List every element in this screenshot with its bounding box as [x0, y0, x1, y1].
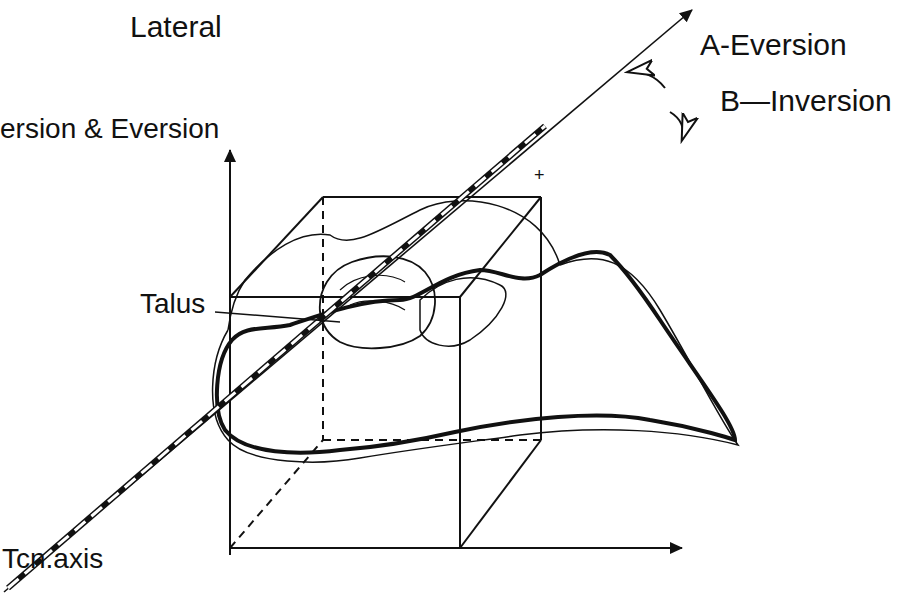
foot-outline: [213, 201, 738, 462]
eversion-arrow: [628, 72, 665, 88]
tcn-axis: [4, 10, 692, 592]
motion-label: A-Eversion: [700, 30, 847, 60]
inversion-arrow: [670, 112, 683, 140]
view-label: Lateral: [130, 12, 222, 42]
axis-label: ersion & Eversion: [0, 115, 219, 143]
axis-label: Tcn.axis: [2, 545, 103, 573]
part-name: Talus: [140, 290, 205, 318]
calcaneus-outline: [217, 252, 735, 453]
sign-mark: +: [534, 166, 545, 184]
leader-line: [215, 312, 340, 322]
motion-label: B—Inversion: [720, 86, 892, 116]
talonavicular-surface: [420, 278, 506, 346]
